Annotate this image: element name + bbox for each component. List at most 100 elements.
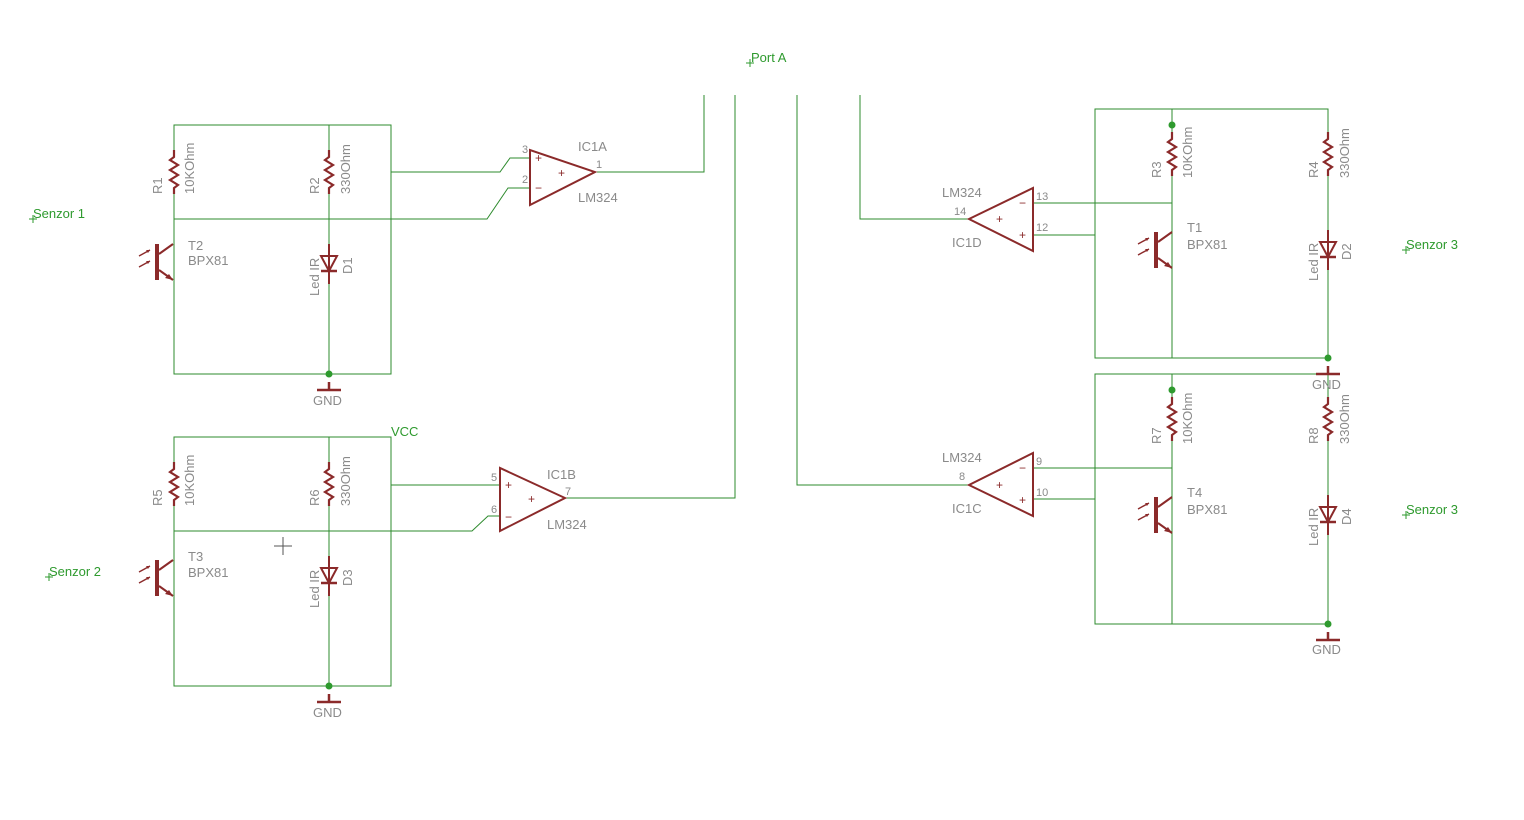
resistor-r7-value: 10KOhm (1180, 393, 1195, 444)
resistor-r3-value: 10KOhm (1180, 127, 1195, 178)
phototransistor-t1[interactable]: T1 BPX81 (1137, 220, 1227, 269)
net-label-port-a-text: Port A (751, 50, 787, 65)
opamp-ic1c-value: LM324 (942, 450, 982, 465)
net-label-vcc-text: VCC (391, 424, 418, 439)
resistor-r4-value: 330Ohm (1337, 128, 1352, 178)
opamp-ic1d-pin-minus: 13 (1036, 191, 1048, 203)
ground-symbol-1: GND (313, 380, 343, 408)
phototransistor-t2-value: BPX81 (188, 253, 228, 268)
ground-symbol-3: GND (1312, 364, 1342, 392)
opamp-ic1c-pin-plus: 10 (1036, 487, 1048, 499)
resistor-r2[interactable]: R2 330Ohm (307, 144, 353, 196)
net-label-senzor-3a-text: Senzor 3 (1406, 237, 1458, 252)
resistor-r5-name: R5 (150, 489, 165, 506)
phototransistor-t4-name: T4 (1187, 485, 1202, 500)
opamp-ic1a-pin-minus: 2 (522, 174, 528, 186)
opamp-ic1d-value: LM324 (942, 185, 982, 200)
resistor-r6[interactable]: R6 330Ohm (307, 456, 353, 508)
opamp-ic1c-output-sign: + (996, 478, 1003, 492)
opamp-ic1a-pin-out: 1 (596, 159, 602, 171)
led-d1-name: D1 (340, 257, 355, 274)
phototransistor-t1-value: BPX81 (1187, 237, 1227, 252)
led-d3-name: D3 (340, 569, 355, 586)
led-d3[interactable]: Led IR D3 (307, 554, 355, 608)
ground-label-1: GND (313, 393, 342, 408)
opamp-ic1d-minus-sign: − (1019, 196, 1026, 210)
led-d2[interactable]: Led IR D2 (1306, 228, 1354, 281)
ground-label-4: GND (1312, 642, 1341, 657)
resistor-r5-value: 10KOhm (182, 455, 197, 506)
opamp-ic1b-pin-out: 7 (565, 486, 571, 498)
resistor-r7-name: R7 (1149, 427, 1164, 444)
phototransistor-t4-value: BPX81 (1187, 502, 1227, 517)
net-label-senzor-1-text: Senzor 1 (33, 206, 85, 221)
opamp-ic1c-plus-sign: + (1019, 493, 1026, 507)
resistor-r8-value: 330Ohm (1337, 394, 1352, 444)
ground-symbol-4: GND (1312, 630, 1342, 657)
opamp-ic1d-pin-plus: 12 (1036, 222, 1048, 234)
phototransistor-t3[interactable]: T3 BPX81 (138, 549, 228, 597)
junction-dots (325, 121, 1332, 690)
resistor-r2-name: R2 (307, 177, 322, 194)
resistor-r8[interactable]: R8 330Ohm (1306, 394, 1352, 444)
resistor-r4-name: R4 (1306, 161, 1321, 178)
resistor-r3-name: R3 (1149, 161, 1164, 178)
opamp-ic1c-minus-sign: − (1019, 461, 1026, 475)
opamp-ic1c[interactable]: − + + 9 10 8 LM324 IC1C (942, 450, 1048, 518)
opamp-ic1d[interactable]: − + + 13 12 14 LM324 IC1D (942, 185, 1048, 253)
opamp-ic1b-pin-minus: 6 (491, 504, 497, 516)
opamp-ic1b-minus-sign: − (505, 510, 512, 524)
opamp-ic1a-pin-plus: 3 (522, 144, 528, 156)
net-label-vcc[interactable]: VCC (391, 424, 418, 439)
phototransistor-t4[interactable]: T4 BPX81 (1137, 485, 1227, 534)
led-d4-name: D4 (1339, 508, 1354, 525)
opamp-ic1a-value: LM324 (578, 190, 618, 205)
ground-symbol-2: GND (313, 692, 343, 720)
phototransistor-t1-name: T1 (1187, 220, 1202, 235)
ground-label-3: GND (1312, 377, 1341, 392)
opamp-ic1b-output-sign: + (528, 492, 535, 506)
led-d1[interactable]: Led IR D1 (307, 242, 355, 296)
opamp-ic1b-name: IC1B (547, 467, 576, 482)
phototransistor-t3-value: BPX81 (188, 565, 228, 580)
net-label-senzor-3a[interactable]: Senzor 3 (1401, 237, 1458, 255)
phototransistor-t2[interactable]: T2 BPX81 (138, 238, 228, 281)
phototransistor-t3-name: T3 (188, 549, 203, 564)
resistor-r2-value: 330Ohm (338, 144, 353, 194)
led-d3-value: Led IR (307, 570, 322, 608)
resistor-r3[interactable]: R3 10KOhm (1149, 127, 1195, 178)
led-d2-name: D2 (1339, 243, 1354, 260)
opamp-ic1b[interactable]: + − + 5 6 7 IC1B LM324 (491, 466, 587, 533)
resistor-r1-name: R1 (150, 177, 165, 194)
opamp-ic1c-pin-minus: 9 (1036, 456, 1042, 468)
net-label-senzor-3b[interactable]: Senzor 3 (1401, 502, 1458, 520)
opamp-ic1a[interactable]: + − + 3 2 1 IC1A LM324 (522, 139, 618, 207)
opamp-ic1a-name: IC1A (578, 139, 607, 154)
opamp-ic1d-plus-sign: + (1019, 228, 1026, 242)
led-d4-value: Led IR (1306, 508, 1321, 546)
resistor-r4[interactable]: R4 330Ohm (1306, 128, 1352, 178)
net-label-senzor-1[interactable]: Senzor 1 (28, 206, 85, 224)
resistor-r7[interactable]: R7 10KOhm (1149, 393, 1195, 444)
opamp-ic1d-pin-out: 14 (954, 206, 966, 218)
resistor-r1[interactable]: R1 10KOhm (150, 143, 197, 196)
opamp-ic1b-pin-plus: 5 (491, 472, 497, 484)
opamp-ic1c-name: IC1C (952, 501, 982, 516)
led-d4[interactable]: Led IR D4 (1306, 493, 1354, 546)
crosshair-cursor-icon (274, 537, 292, 555)
net-label-port-a[interactable]: Port A (745, 50, 787, 68)
opamp-ic1b-value: LM324 (547, 517, 587, 532)
resistor-r5[interactable]: R5 10KOhm (150, 455, 197, 508)
opamp-ic1d-output-sign: + (996, 212, 1003, 226)
opamp-ic1a-output-sign: + (558, 166, 565, 180)
net-label-senzor-2-text: Senzor 2 (49, 564, 101, 579)
resistor-r8-name: R8 (1306, 427, 1321, 444)
resistor-r1-value: 10KOhm (182, 143, 197, 194)
opamp-ic1c-pin-out: 8 (959, 471, 965, 483)
opamp-ic1a-plus-sign: + (535, 151, 542, 165)
phototransistor-t2-name: T2 (188, 238, 203, 253)
net-label-senzor-2[interactable]: Senzor 2 (44, 564, 101, 582)
resistor-r6-value: 330Ohm (338, 456, 353, 506)
opamp-ic1b-plus-sign: + (505, 478, 512, 492)
